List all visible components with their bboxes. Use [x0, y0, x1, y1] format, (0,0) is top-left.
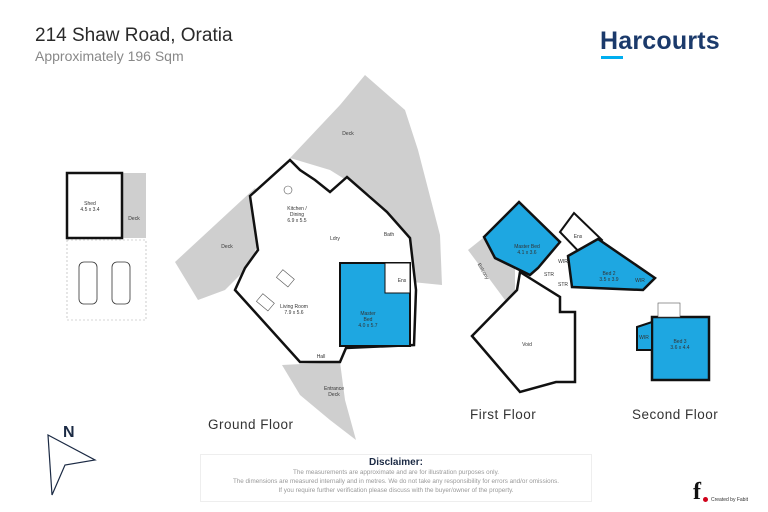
wir2-label: WIR	[635, 278, 645, 284]
stairs-icon	[657, 302, 681, 318]
bath-label: Bath	[384, 232, 395, 238]
wir1-label: WIR	[558, 259, 568, 265]
kitchen-dims: 6.9 x 5.5	[287, 218, 306, 224]
carport	[66, 239, 147, 321]
shed-deck	[120, 173, 146, 238]
balcony	[468, 238, 515, 300]
disclaimer-line: The measurements are approximate and are…	[292, 469, 500, 476]
living-room-dims: 7.9 x 5.6	[284, 310, 303, 316]
str1-label: STR	[544, 272, 554, 278]
sofa-icon	[276, 269, 295, 288]
ground-floor-plan: Deck Deck Kitchen / Dining 6.9 x 5.5 Bat…	[175, 75, 442, 440]
entrance-deck-label-2: Deck	[328, 392, 340, 398]
bed2	[566, 237, 657, 292]
ensuite-ground-label: Ens	[398, 278, 407, 284]
master-bed-first-label: Master Bed	[514, 244, 540, 250]
void-label: Void	[522, 342, 532, 348]
first-floor-label: First Floor	[470, 407, 537, 422]
ground-floor-label: Ground Floor	[208, 417, 294, 432]
second-floor-plan: WIR Bed 3 3.6 x 4.4	[636, 302, 711, 382]
left-deck-label: Deck	[221, 244, 233, 250]
disclaimer-line: If you require further verification plea…	[278, 487, 514, 494]
living-room-label: Living Room	[280, 304, 308, 310]
shed-room	[65, 171, 124, 240]
harcourts-logo: Harcourts	[600, 27, 720, 55]
str2-label: STR	[558, 282, 568, 288]
compass-arrow-icon	[47, 433, 97, 496]
wir3-label: WIR	[639, 335, 649, 341]
shed-plan: Shed 4.5 x 3.4 Deck	[65, 171, 147, 321]
entrance-deck	[282, 362, 356, 440]
bed2-dims: 3.5 x 3.9	[599, 277, 618, 283]
top-deck-label: Deck	[342, 131, 354, 137]
dining-table-icon	[283, 185, 293, 195]
north-indicator: N	[63, 424, 75, 441]
fabit-logo: f	[693, 479, 701, 505]
void-area	[470, 269, 577, 394]
second-floor-label: Second Floor	[632, 407, 719, 422]
left-deck	[175, 188, 270, 300]
credit-text: Created by Fabit	[711, 497, 748, 503]
fabit-logo-dot	[703, 497, 708, 502]
car-icon	[78, 261, 98, 305]
kitchen-label-2: Dining	[290, 212, 304, 218]
logo-accent	[601, 56, 623, 59]
property-area: Approximately 196 Sqm	[35, 48, 184, 64]
master-bed-ground-dims: 4.0 x 5.7	[358, 323, 377, 329]
car-icon	[111, 261, 131, 305]
bed3-dims: 3.6 x 4.4	[670, 345, 689, 351]
shed-label: Shed	[84, 201, 96, 207]
master-bed-ground-label-2: Bed	[364, 317, 373, 323]
ensuite-first-label: Ens	[574, 234, 583, 240]
bed2-label: Bed 2	[602, 271, 615, 277]
master-bed-ground-label: Master	[360, 311, 376, 317]
sofa-icon	[256, 293, 275, 312]
entrance-deck-label: Entrance	[324, 386, 344, 392]
master-bed-first	[482, 200, 562, 277]
disclaimer-line: The dimensions are measured internally a…	[232, 478, 560, 485]
first-floor-plan: Master Bed 4.1 x 3.6 Ens WIR Bed 2 3.5 x…	[468, 200, 657, 394]
property-address: 214 Shaw Road, Oratia	[35, 25, 233, 46]
hall-label: Hall	[317, 354, 326, 360]
ensuite-ground	[384, 262, 411, 294]
ldry-label: Ldry	[330, 236, 340, 242]
kitchen-label: Kitchen /	[287, 206, 307, 212]
disclaimer-box: Disclaimer: The measurements are approxi…	[200, 454, 592, 502]
bed3-label: Bed 3	[673, 339, 686, 345]
wir3	[636, 320, 653, 351]
shed-deck-label: Deck	[128, 216, 140, 222]
bed3	[650, 315, 711, 382]
master-bed-first-dims: 4.1 x 3.6	[517, 250, 536, 256]
shed-dims: 4.5 x 3.4	[80, 207, 99, 213]
disclaimer-title: Disclaimer:	[369, 457, 423, 468]
